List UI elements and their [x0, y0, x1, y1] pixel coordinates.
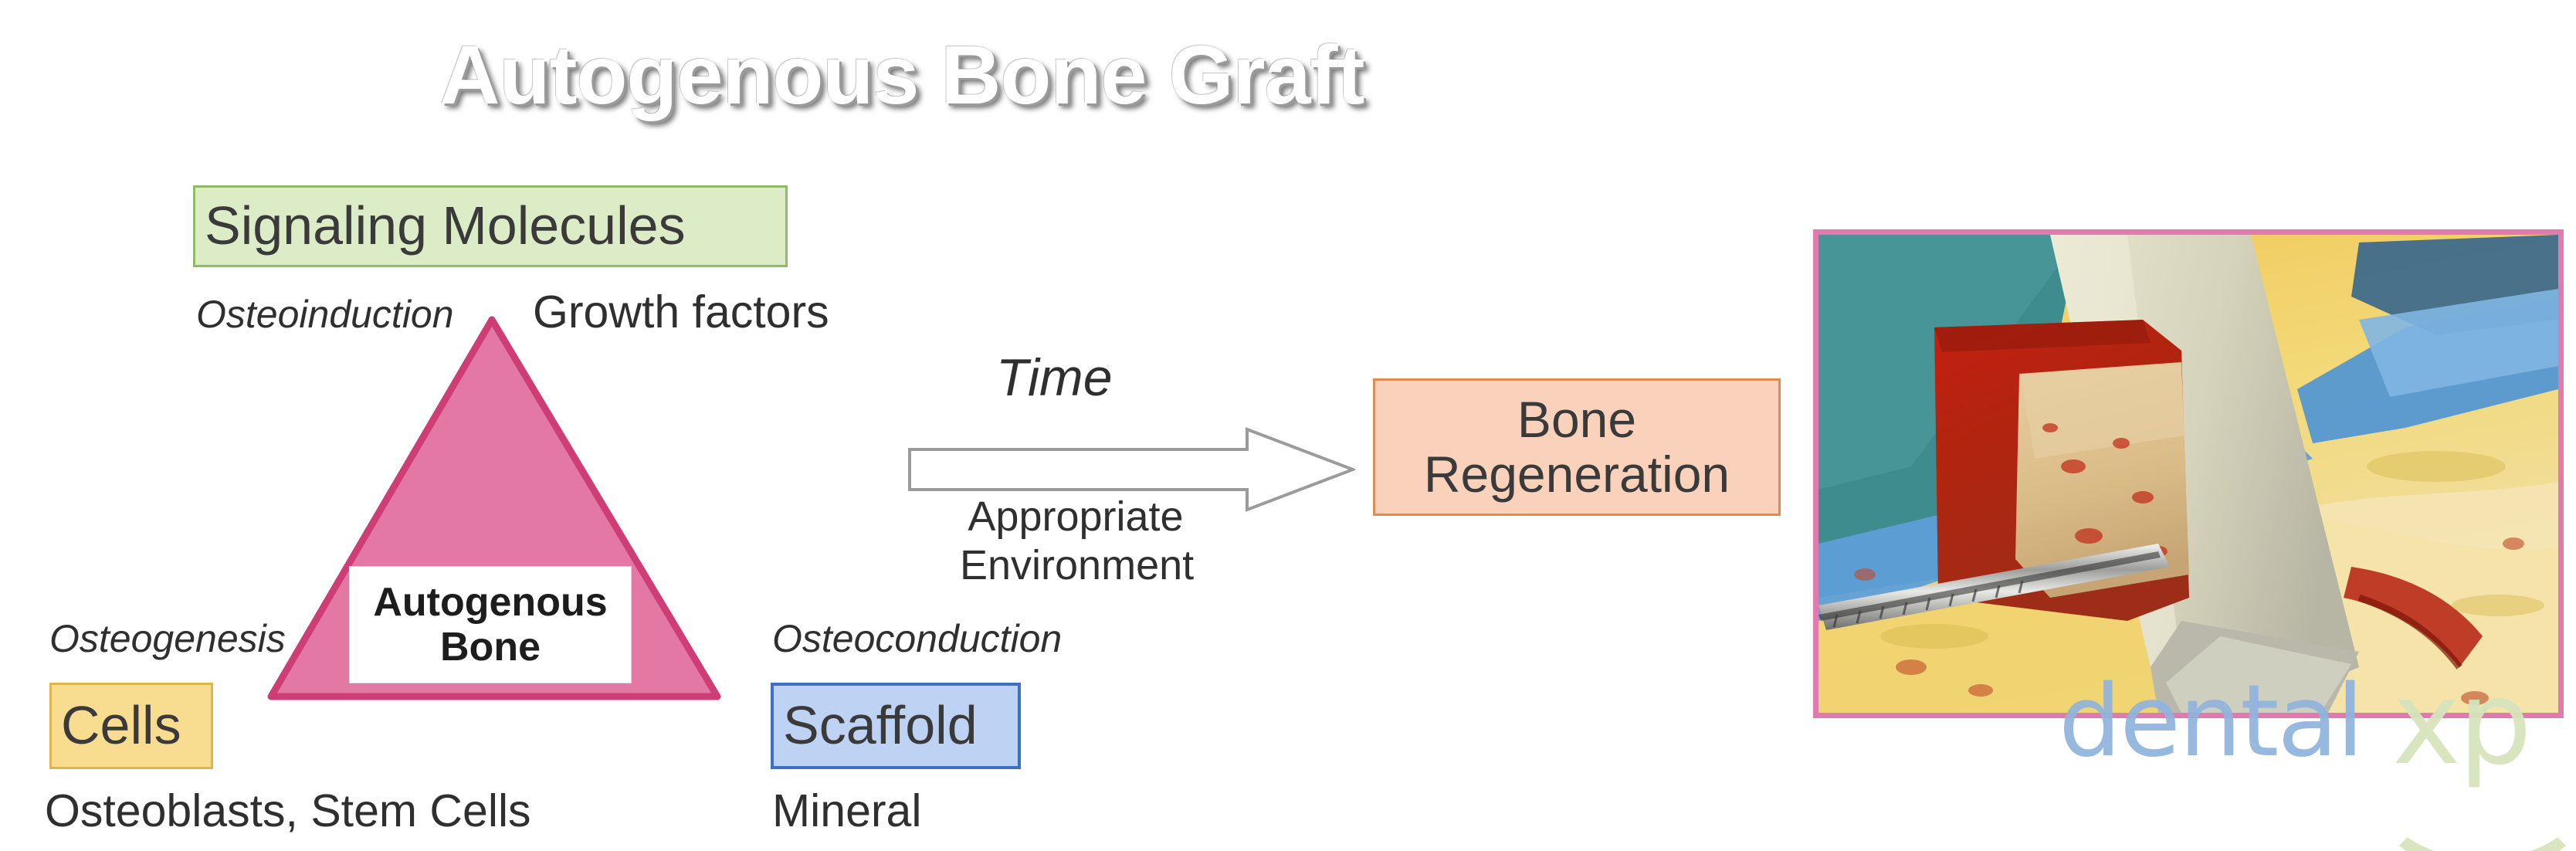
osteoconduction-label: Osteoconduction	[772, 617, 1063, 660]
environment-line-1: Appropriate	[968, 493, 1184, 540]
signaling-molecules-box: Signaling Molecules	[193, 185, 788, 267]
autogenous-bone-line-1: Autogenous	[373, 579, 608, 625]
time-label: Time	[996, 348, 1113, 407]
surgical-photo-content	[1818, 235, 2558, 713]
watermark-smile-icon	[2374, 731, 2576, 851]
osteoblasts-stem-cells-label: Osteoblasts, Stem Cells	[45, 785, 531, 836]
bone-regeneration-line-2: Regeneration	[1423, 446, 1730, 503]
arrow-shape	[908, 427, 1355, 512]
page-title: Autogenous Bone Graft	[439, 28, 1365, 121]
bone-regeneration-line-1: Bone	[1517, 390, 1637, 448]
scaffold-box: Scaffold	[771, 683, 1021, 769]
autogenous-bone-line-2: Bone	[440, 625, 541, 670]
cells-label: Cells	[61, 695, 181, 756]
growth-factors-label: Growth factors	[533, 286, 829, 337]
osteoinduction-label: Osteoinduction	[196, 293, 454, 336]
bone-regeneration-box: Bone Regeneration	[1373, 378, 1781, 516]
mineral-label: Mineral	[772, 785, 922, 836]
surgical-photo	[1813, 229, 2564, 718]
appropriate-environment-label: Appropriate Environment	[960, 493, 1195, 589]
signaling-molecules-label: Signaling Molecules	[205, 195, 686, 256]
scaffold-label: Scaffold	[783, 695, 978, 756]
autogenous-bone-core-box: Autogenous Bone	[349, 566, 632, 683]
osteogenesis-label: Osteogenesis	[49, 617, 286, 660]
cells-box: Cells	[49, 683, 213, 769]
right-arrow-icon	[907, 426, 1355, 513]
environment-line-2: Environment	[960, 541, 1195, 588]
